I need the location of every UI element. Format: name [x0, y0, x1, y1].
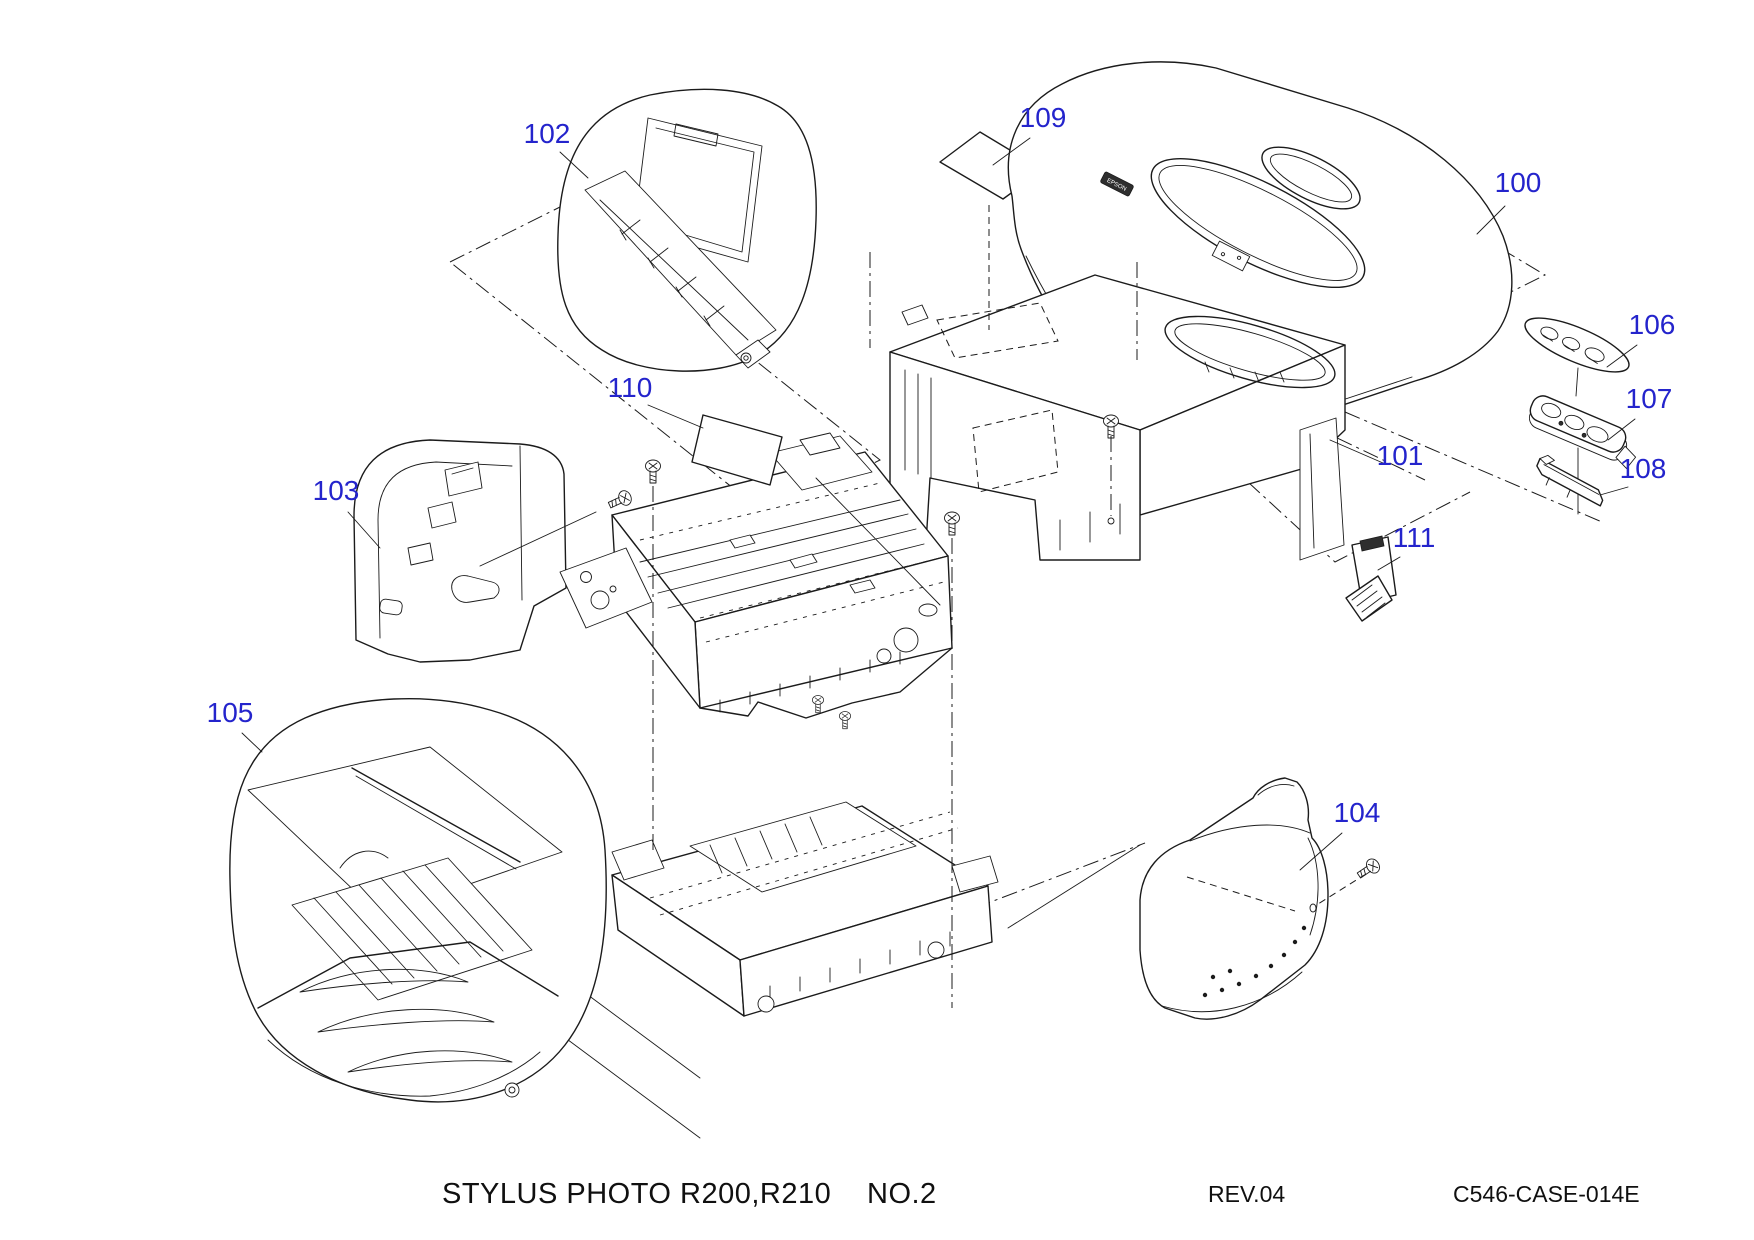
screw [1354, 855, 1383, 883]
part-102-paper-support [557, 88, 817, 372]
part-label-109: 109 [1020, 102, 1067, 133]
part-label-107: 107 [1626, 383, 1673, 414]
footer-title-block: STYLUS PHOTO R200,R210 NO.2 REV.04 C546-… [442, 1178, 1640, 1210]
cover-latch-plate [1211, 240, 1251, 272]
part-103-left-frame [353, 439, 567, 663]
screws-and-axes [479, 205, 1383, 1008]
part-label-103: 103 [313, 475, 360, 506]
part-106-panel-bezel [1524, 317, 1630, 397]
part-104-side-cover [1139, 777, 1329, 1020]
part-111-pcb-bracket [1345, 535, 1397, 622]
part-label-110: 110 [608, 372, 653, 403]
footer-revision: REV.04 [1208, 1181, 1285, 1207]
part-108-panel-bracket [1536, 447, 1604, 515]
part-label-106: 106 [1629, 309, 1676, 340]
part-107-button-bar [1528, 395, 1637, 469]
alignment-plane-104 [974, 842, 1146, 929]
alignment-plane-102 [449, 205, 881, 517]
printer-mechanism [559, 432, 953, 719]
part-label-111: 111 [1393, 522, 1436, 553]
alignment-plane-101 [1127, 337, 1603, 563]
part-label-105: 105 [207, 697, 254, 728]
part-101-inner-housing [889, 274, 1346, 561]
part-label-104: 104 [1334, 797, 1381, 828]
footer-model-title: STYLUS PHOTO R200,R210 [442, 1178, 831, 1210]
screw [605, 488, 635, 513]
footer-sheet-number: NO.2 [867, 1178, 937, 1210]
part-label-102: 102 [524, 118, 571, 149]
part-label-100: 100 [1495, 167, 1542, 198]
part-label-108: 108 [1620, 453, 1667, 484]
part-label-101: 101 [1377, 440, 1424, 471]
base-frame [611, 801, 999, 1017]
screw [812, 695, 824, 714]
part-labels: 100 101 102 103 104 105 106 107 108 109 … [207, 102, 1676, 828]
screw [944, 511, 960, 536]
screw [645, 459, 661, 484]
part-110-label-sticker [691, 414, 783, 486]
screw [839, 711, 851, 730]
leader-lines [241, 137, 1638, 871]
part-105-front-enclosure [229, 697, 607, 1103]
guide-lines-105 [547, 994, 701, 1139]
speaker-holes [1202, 925, 1307, 998]
footer-document-code: C546-CASE-014E [1453, 1181, 1640, 1207]
